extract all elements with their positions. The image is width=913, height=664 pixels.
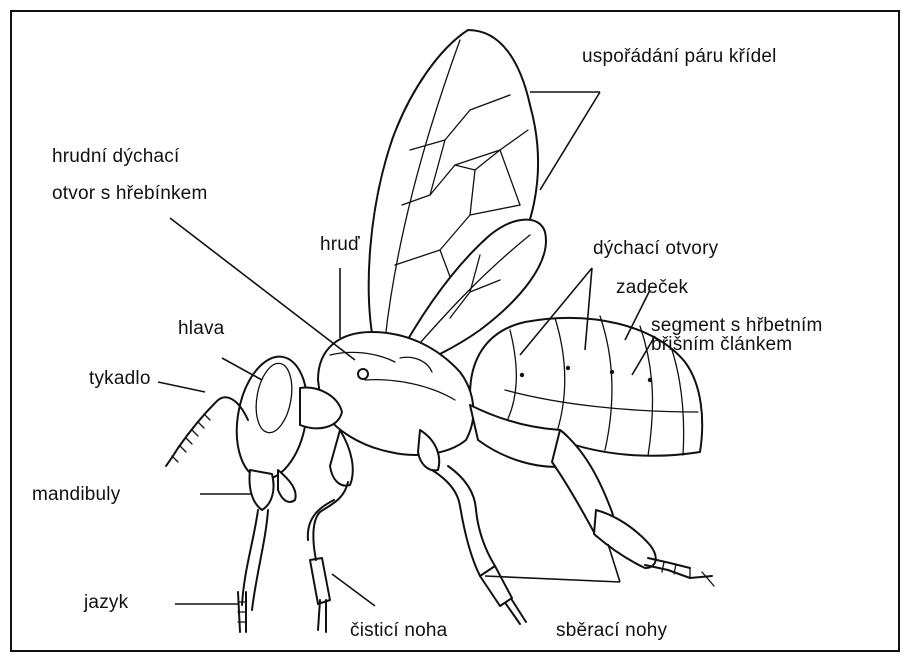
label-head: hlava: [178, 318, 224, 340]
wings: [369, 30, 546, 368]
label-thoracic-spiracle-2: otvor s hřebínkem: [52, 183, 207, 205]
middle-leg: [418, 430, 526, 624]
front-leg: [308, 430, 353, 632]
label-thorax: hruď: [320, 234, 360, 256]
label-wings: uspořádání páru křídel: [582, 46, 777, 68]
label-cleaning-leg: čisticí noha: [350, 620, 447, 642]
label-spiracles: dýchací otvory: [593, 238, 718, 260]
label-antenna: tykadlo: [89, 368, 151, 390]
label-collecting-legs: sběrací nohy: [556, 620, 667, 642]
label-thoracic-spiracle-1: hrudní dýchací: [52, 146, 179, 168]
label-abdomen: zadeček: [616, 277, 688, 299]
antenna: [166, 397, 248, 466]
label-segment-2: břišním článkem: [651, 334, 792, 356]
label-tongue: jazyk: [84, 592, 128, 614]
label-mandibles: mandibuly: [32, 484, 120, 506]
